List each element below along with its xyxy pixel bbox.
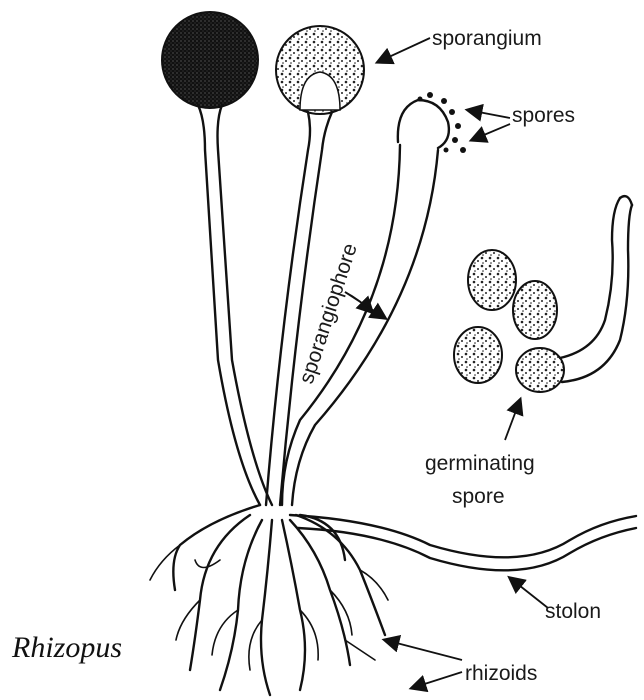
sporangium-mature	[162, 12, 258, 108]
stolon-arrow	[510, 578, 548, 608]
rhizoids-arrow-lower	[412, 672, 462, 688]
spores-arrow-lower	[472, 124, 510, 140]
spores-arrow-upper	[468, 110, 510, 118]
diagram-title: Rhizopus	[11, 631, 122, 664]
label-spores: spores	[512, 104, 575, 127]
sporangium-arrow	[378, 38, 430, 62]
label-stolon: stolon	[545, 600, 601, 623]
rhizoids-arrow-upper	[385, 640, 462, 660]
label-sporangiophore: sporangiophore	[295, 241, 362, 387]
germinating-spore-arrow	[505, 400, 520, 440]
sporangium-burst	[398, 92, 466, 153]
sporangium-developing	[276, 26, 364, 114]
label-germinating-spore: spore	[452, 485, 505, 508]
label-sporangium: sporangium	[432, 27, 542, 50]
sporangiophore-stalks	[198, 105, 438, 505]
label-germinating: germinating	[425, 452, 535, 475]
label-rhizoids: rhizoids	[465, 662, 537, 685]
